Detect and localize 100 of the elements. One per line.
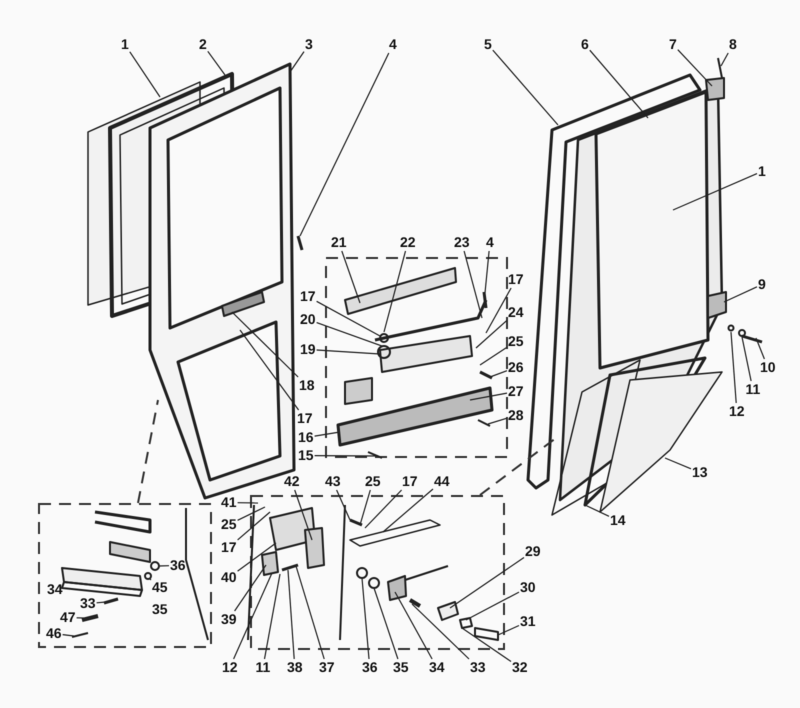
leader-line — [462, 628, 512, 662]
leader-line — [677, 49, 712, 86]
leader-line — [589, 50, 648, 118]
callout-number: 27 — [508, 384, 524, 399]
callout-number: 17 — [508, 272, 524, 287]
leader-line — [498, 624, 520, 636]
callout-number: 25 — [221, 517, 237, 532]
callout-number: 15 — [298, 448, 314, 463]
callout-number: 4 — [486, 235, 494, 250]
leader-line — [295, 566, 325, 660]
callout-number: 7 — [669, 37, 677, 52]
leader-line — [316, 322, 382, 347]
callout-number: 14 — [610, 513, 626, 528]
callout-number: 39 — [221, 612, 237, 627]
callout-number: 38 — [287, 660, 303, 675]
leader-line — [480, 346, 508, 366]
callout-number: 18 — [299, 378, 315, 393]
callout-number: 11 — [256, 660, 270, 675]
leader-line — [96, 601, 106, 604]
leader-line — [383, 250, 406, 332]
callout-number: 1 — [121, 37, 129, 52]
leader-line — [412, 604, 470, 660]
leader-line — [470, 392, 508, 401]
leader-line — [730, 332, 737, 404]
leader-line — [741, 336, 752, 382]
leader-line — [232, 312, 299, 378]
leader-line — [755, 338, 765, 360]
callout-number: 23 — [454, 235, 470, 250]
callout-number: 12 — [729, 404, 745, 419]
callout-number: 12 — [222, 660, 238, 675]
leader-line — [724, 286, 758, 303]
callout-number: 16 — [298, 430, 314, 445]
callout-number: 35 — [393, 660, 409, 675]
leader-line — [237, 512, 270, 540]
callout-number: 30 — [520, 580, 536, 595]
callout-number: 42 — [284, 474, 300, 489]
leader-line — [672, 173, 758, 211]
callout-number: 44 — [434, 474, 450, 489]
leader-line — [488, 418, 508, 425]
callout-number: 37 — [319, 660, 335, 675]
callout-number: 2 — [199, 37, 207, 52]
leader-line — [664, 457, 692, 470]
leader-line — [359, 490, 371, 526]
leader-line — [290, 51, 304, 72]
callout-number: 10 — [760, 360, 776, 375]
callout-number: 4 — [389, 37, 397, 52]
leader-line — [237, 542, 276, 572]
leader-line — [394, 592, 433, 660]
callout-number: 3 — [305, 37, 313, 52]
callout-number: 6 — [581, 37, 589, 52]
callout-number: 25 — [365, 474, 381, 489]
callout-number: 31 — [520, 614, 536, 629]
callout-number: 17 — [221, 540, 237, 555]
leader-line — [299, 52, 390, 236]
leader-line — [129, 51, 160, 98]
callout-number: 45 — [152, 580, 168, 595]
leader-line — [238, 502, 258, 504]
callout-number: 40 — [221, 570, 237, 585]
callout-number: 24 — [508, 305, 524, 320]
leader-line — [150, 578, 152, 580]
leader-line — [264, 574, 281, 660]
callout-number: 46 — [46, 626, 62, 641]
callout-number: 11 — [746, 382, 760, 397]
leader-line — [287, 570, 295, 660]
callout-number: 17 — [300, 289, 316, 304]
leader-line — [233, 572, 273, 660]
leader-line — [450, 557, 524, 608]
callout-number: 25 — [508, 334, 524, 349]
callout-number: 47 — [60, 610, 76, 625]
leader-line — [720, 52, 729, 66]
leader-line — [584, 504, 610, 517]
callout-number: 34 — [429, 660, 445, 675]
leader-line — [476, 320, 508, 348]
leader-line — [76, 617, 84, 619]
leader-line — [207, 50, 226, 76]
leader-line — [316, 349, 380, 355]
leader-line — [341, 250, 361, 304]
callout-number: 32 — [512, 660, 528, 675]
callout-number: 43 — [325, 474, 341, 489]
callout-number: 22 — [400, 235, 416, 250]
callout-number: 8 — [729, 37, 737, 52]
callout-number: 34 — [47, 582, 63, 597]
leader-line — [336, 490, 351, 520]
callout-number: 33 — [470, 660, 486, 675]
leader-line — [314, 455, 378, 457]
callout-number: 26 — [508, 360, 524, 375]
callout-number: 9 — [758, 277, 766, 292]
leader-line — [294, 490, 313, 540]
leader-line — [62, 634, 74, 637]
leader-line — [485, 288, 512, 334]
callout-number: 33 — [80, 596, 96, 611]
leader-line — [314, 431, 340, 437]
callout-number: 1 — [758, 164, 766, 179]
callout-number: 5 — [484, 37, 492, 52]
callout-number: 17 — [402, 474, 418, 489]
leader-line — [466, 592, 520, 621]
leader-line — [237, 506, 266, 521]
leader-line — [373, 588, 398, 660]
callout-number: 28 — [508, 408, 524, 423]
leader-line — [490, 370, 508, 378]
